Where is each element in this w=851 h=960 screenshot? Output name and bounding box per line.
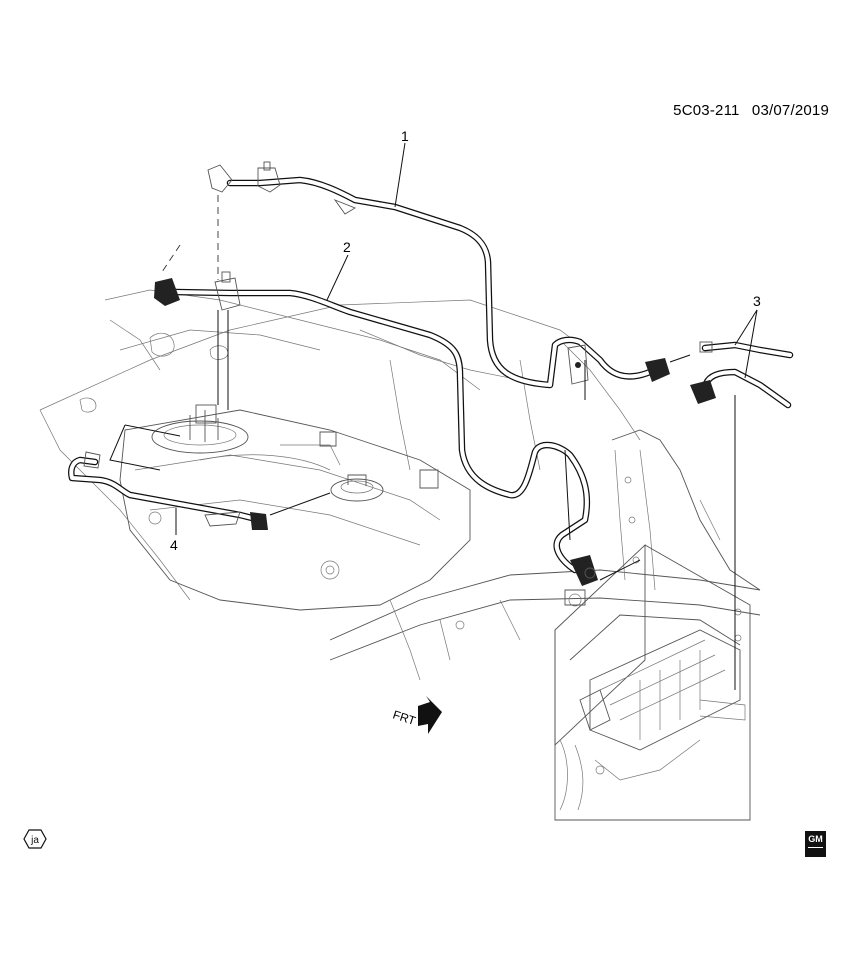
forward-arrow-icon xyxy=(418,696,442,734)
callout-3: 3 xyxy=(753,293,761,309)
line-2 xyxy=(154,271,598,586)
illustration-number: 5C03-211 xyxy=(673,102,740,119)
callout-4: 4 xyxy=(170,537,178,553)
front-direction-marker: FRT xyxy=(391,696,442,734)
ja-badge: ja xyxy=(23,829,47,849)
line-1 xyxy=(207,161,670,389)
line-3 xyxy=(690,341,794,409)
vehicle-underbody xyxy=(39,289,761,681)
callout-1: 1 xyxy=(401,128,409,144)
line-4 xyxy=(68,451,268,530)
diagram-header: 5C03-211 03/07/2019 xyxy=(673,102,829,119)
canister-inset xyxy=(554,543,751,821)
ja-badge-label: ja xyxy=(30,835,39,846)
gm-logo-icon: GM xyxy=(805,831,826,857)
leader-lines xyxy=(109,142,758,690)
frt-label: FRT xyxy=(391,708,418,729)
callout-2: 2 xyxy=(343,239,351,255)
gm-logo-label: GM xyxy=(808,834,823,844)
illustration-date: 03/07/2019 xyxy=(751,102,829,119)
